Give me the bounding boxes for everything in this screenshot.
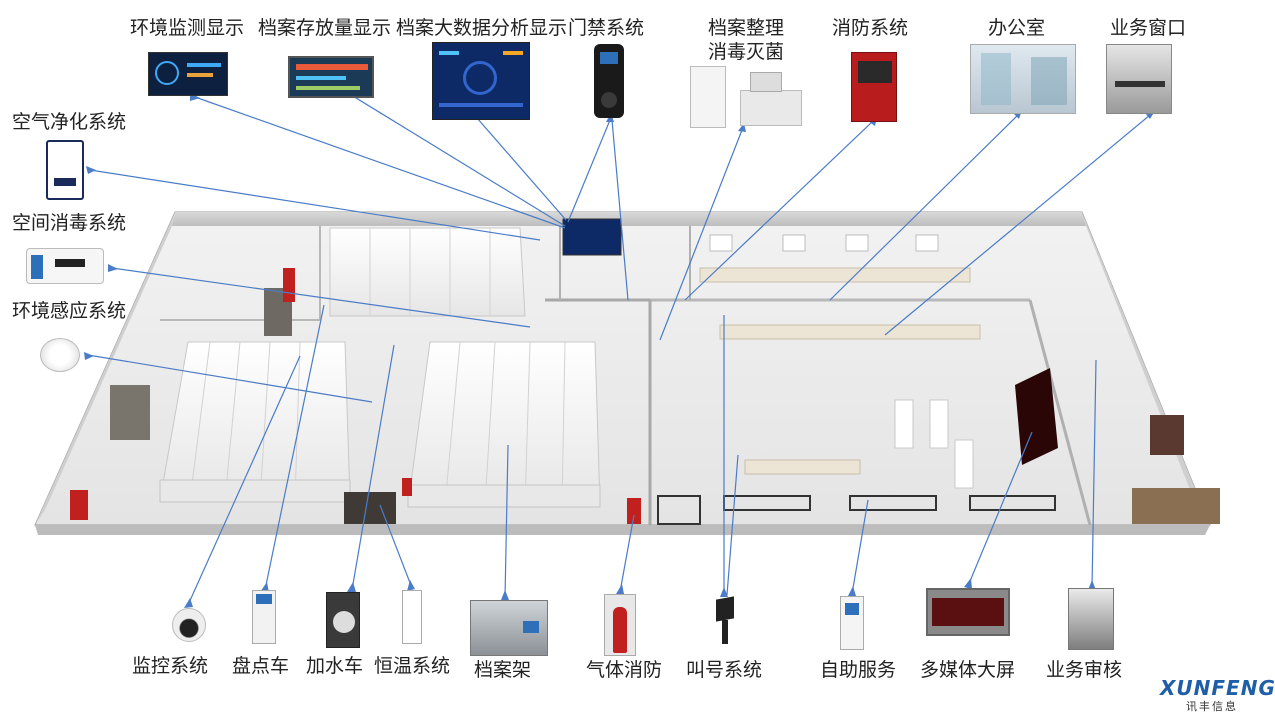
cabinet (344, 492, 396, 524)
shelf-block (329, 227, 526, 317)
env-sensor-thumb (40, 338, 80, 372)
shelf-base (407, 484, 601, 508)
label-env-monitor-display: 环境监测显示 (130, 17, 245, 39)
env-monitor-thumb (148, 52, 228, 96)
label-archive-storage-display: 档案存放量显示 (258, 17, 392, 39)
label-archive-sorting-1: 档案整理 (708, 17, 785, 39)
label-gas-fire: 气体消防 (586, 659, 663, 681)
office-photo-thumb (970, 44, 1076, 114)
camera-thumb (172, 608, 206, 642)
fire-panel-thumb (851, 52, 897, 122)
label-humidifier: 加水车 (306, 655, 364, 677)
wall-screen (562, 218, 622, 256)
logo-sub: 讯丰信息 (1186, 700, 1238, 713)
space-disinfection-thumb (26, 248, 104, 284)
label-archive-shelf: 档案架 (474, 659, 532, 681)
sofa (1132, 488, 1220, 524)
label-fire-system: 消防系统 (832, 17, 909, 39)
sorting-disinfection-thumb (690, 64, 810, 128)
air-purifier-thumb (46, 140, 84, 200)
label-archive-sorting-2: 消毒灭菌 (708, 41, 785, 63)
front-wall (35, 525, 1210, 535)
left-wall (35, 212, 175, 525)
bigdata-display-thumb (432, 42, 530, 120)
cabinet (110, 385, 150, 440)
access-control-thumb (594, 44, 624, 118)
cabinet (1150, 415, 1184, 455)
multimedia-screen-thumb (926, 588, 1010, 636)
fire-cabinet (283, 268, 295, 302)
label-queue-system: 叫号系统 (686, 659, 763, 681)
service-window-thumb (1106, 44, 1172, 114)
shelf-block (407, 341, 601, 506)
label-access-control: 门禁系统 (568, 17, 645, 39)
label-air-purification: 空气净化系统 (12, 111, 127, 133)
logo-brand: XUNFENG (1160, 676, 1275, 700)
label-self-service: 自助服务 (820, 659, 897, 681)
archive-shelf-thumb (470, 600, 548, 656)
constant-temp-thumb (402, 590, 422, 644)
label-business-audit: 业务审核 (1046, 659, 1123, 681)
self-service-kiosk-thumb (840, 596, 864, 650)
label-office: 办公室 (988, 17, 1046, 39)
label-monitoring: 监控系统 (132, 655, 209, 677)
xunfeng-logo: XUNFENG 讯丰信息 (1160, 676, 1275, 716)
led-screen (1015, 368, 1058, 465)
label-space-disinfection: 空间消毒系统 (12, 212, 127, 234)
gas-fire-thumb (604, 594, 636, 656)
label-service-window: 业务窗口 (1110, 17, 1187, 39)
humidifier-cart-thumb (326, 592, 360, 648)
shelf-base (159, 479, 351, 503)
partition (1028, 299, 1092, 526)
label-env-sensing: 环境感应系统 (12, 300, 127, 322)
inventory-cart-thumb (252, 590, 276, 644)
label-inventory-cart: 盘点车 (232, 655, 290, 677)
business-audit-thumb (1068, 588, 1114, 650)
fire-cabinet (627, 498, 641, 524)
back-wall (172, 212, 1086, 226)
fire-cabinet (70, 490, 88, 520)
shelf-block (159, 341, 351, 501)
fire-cabinet (402, 478, 412, 496)
label-multimedia-screen: 多媒体大屏 (920, 659, 1016, 681)
queue-kiosk-thumb (712, 596, 738, 646)
label-constant-temp: 恒温系统 (374, 655, 451, 677)
storage-display-thumb (288, 56, 374, 98)
label-archive-bigdata-display: 档案大数据分析显示 (396, 17, 568, 39)
